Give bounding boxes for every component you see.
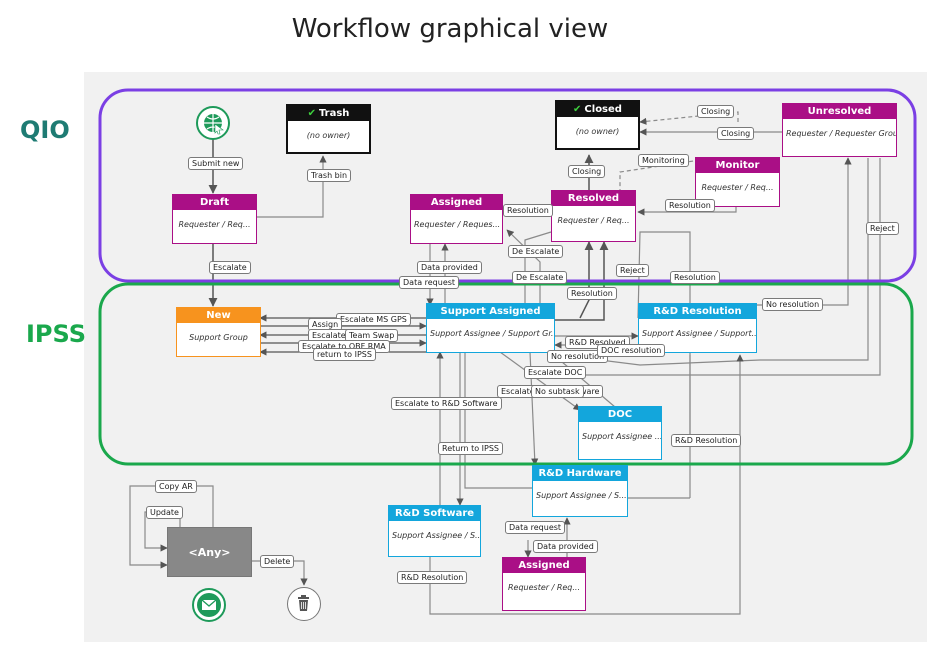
state-owner: Support Assignee / S... [392,531,480,540]
transition-doc-resolution[interactable]: DOC resolution [597,344,666,357]
state-owner: Requester / Req... [178,220,251,229]
state-rnd-software[interactable]: R&D Software Support Assignee / S... [388,505,481,557]
transition-escalate-ms-gps[interactable]: Escalate MS GPS [336,313,411,326]
state-trash[interactable]: ✔Trash (no owner) [286,104,371,154]
state-name: Assigned [503,558,585,573]
state-name: Trash [318,108,350,119]
zone-label-qio: QIO [20,116,70,144]
state-new[interactable]: New Support Group [176,307,261,357]
state-name: Assigned [411,195,502,210]
transition-escalate[interactable]: Escalate [209,261,251,274]
state-unresolved[interactable]: Unresolved Requester / Requester Group [782,103,897,157]
qio-zone-border [98,88,917,283]
state-owner: Requester / Req... [507,583,581,592]
state-name: R&D Resolution [639,304,756,319]
state-name: Support Assigned [427,304,554,319]
state-support-assigned[interactable]: Support Assigned Support Assignee / Supp… [426,303,555,353]
transition-de-escalate[interactable]: De Escalate [512,271,568,284]
state-owner: Requester / Req... [701,183,774,192]
state-doc[interactable]: DOC Support Assignee ... [578,406,662,460]
transition-delete[interactable]: Delete [260,555,295,568]
transition-data-request[interactable]: Data request [399,276,460,289]
ipss-zone-border [98,282,914,466]
zone-label-ipss: IPSS [26,320,87,348]
transition-rnd-resolution[interactable]: R&D Resolution [671,434,742,447]
transition-closing[interactable]: Closing [717,127,755,140]
state-owner: (no owner) [575,127,620,136]
transition-copy-ar[interactable]: Copy AR [155,480,197,493]
state-assigned-lower[interactable]: Assigned Requester / Req... [502,557,586,611]
transition-closing[interactable]: Closing [697,105,735,118]
transition-data-provided[interactable]: Data provided [417,261,482,274]
transition-reject[interactable]: Reject [616,264,649,277]
transition-escalate-doc[interactable]: Escalate DOC [524,366,587,379]
state-owner: Support Assignee ... [582,432,661,441]
state-monitor[interactable]: Monitor Requester / Req... [695,157,780,207]
transition-escalate-hardware[interactable]: Escalate [497,385,539,398]
state-name: R&D Hardware [533,466,627,481]
state-name: DOC [579,407,661,422]
state-owner: Support Assignee / S... [536,491,627,500]
check-icon: ✔ [573,104,582,115]
transition-no-subtask[interactable]: No subtask [531,385,584,398]
state-any[interactable]: <Any> [167,527,252,577]
state-name: R&D Software [389,506,480,521]
state-name: Resolved [552,191,635,206]
state-resolved[interactable]: Resolved Requester / Req... [551,190,636,242]
state-closed[interactable]: ✔Closed (no owner) [555,100,640,150]
transition-return-to-ipss[interactable]: Return to IPSS [438,442,504,455]
transition-data-request[interactable]: Data request [505,521,566,534]
state-name: Monitor [696,158,779,173]
transition-resolution[interactable]: Resolution [567,287,617,300]
transition-update[interactable]: Update [146,506,183,519]
transition-no-resolution[interactable]: No resolution [762,298,824,311]
transition-resolution[interactable]: Resolution [503,204,553,217]
check-icon: ✔ [307,108,316,119]
transition-closing[interactable]: Closing [568,165,606,178]
state-assigned-qio[interactable]: Assigned Requester / Reques... [410,194,503,244]
state-owner: Support Assignee / Support Gr... [430,329,554,338]
transition-resolution[interactable]: Resolution [670,271,720,284]
state-draft[interactable]: Draft Requester / Req... [172,194,257,244]
page-title: Workflow graphical view [291,14,609,44]
state-rnd-hardware[interactable]: R&D Hardware Support Assignee / S... [532,465,628,517]
transition-trash-bin[interactable]: Trash bin [307,169,352,182]
transition-return-to-ipss[interactable]: return to IPSS [313,348,376,361]
transition-reject[interactable]: Reject [866,222,899,235]
globe-cursor-icon[interactable] [196,106,230,140]
state-name: Closed [584,104,622,115]
envelope-icon[interactable] [192,588,226,622]
trash-can-icon[interactable] [287,587,321,621]
state-owner: Requester / Req... [557,216,630,225]
transition-de-escalate[interactable]: De Escalate [508,245,564,258]
state-owner: Support Assignee / Support... [642,329,756,338]
transition-escalate-rnd-software[interactable]: Escalate to R&D Software [391,397,502,410]
state-name: New [177,308,260,323]
state-name: Unresolved [783,104,896,119]
state-owner: Support Group [189,333,248,342]
transition-submit-new[interactable]: Submit new [188,157,244,170]
transition-resolution[interactable]: Resolution [665,199,715,212]
state-owner: Requester / Requester Group [786,129,896,138]
transition-rnd-resolution[interactable]: R&D Resolution [397,571,468,584]
state-owner: Requester / Reques... [414,220,501,229]
transition-monitoring[interactable]: Monitoring [638,154,689,167]
state-owner: (no owner) [306,131,351,140]
state-name: Draft [173,195,256,210]
transition-data-provided[interactable]: Data provided [533,540,598,553]
